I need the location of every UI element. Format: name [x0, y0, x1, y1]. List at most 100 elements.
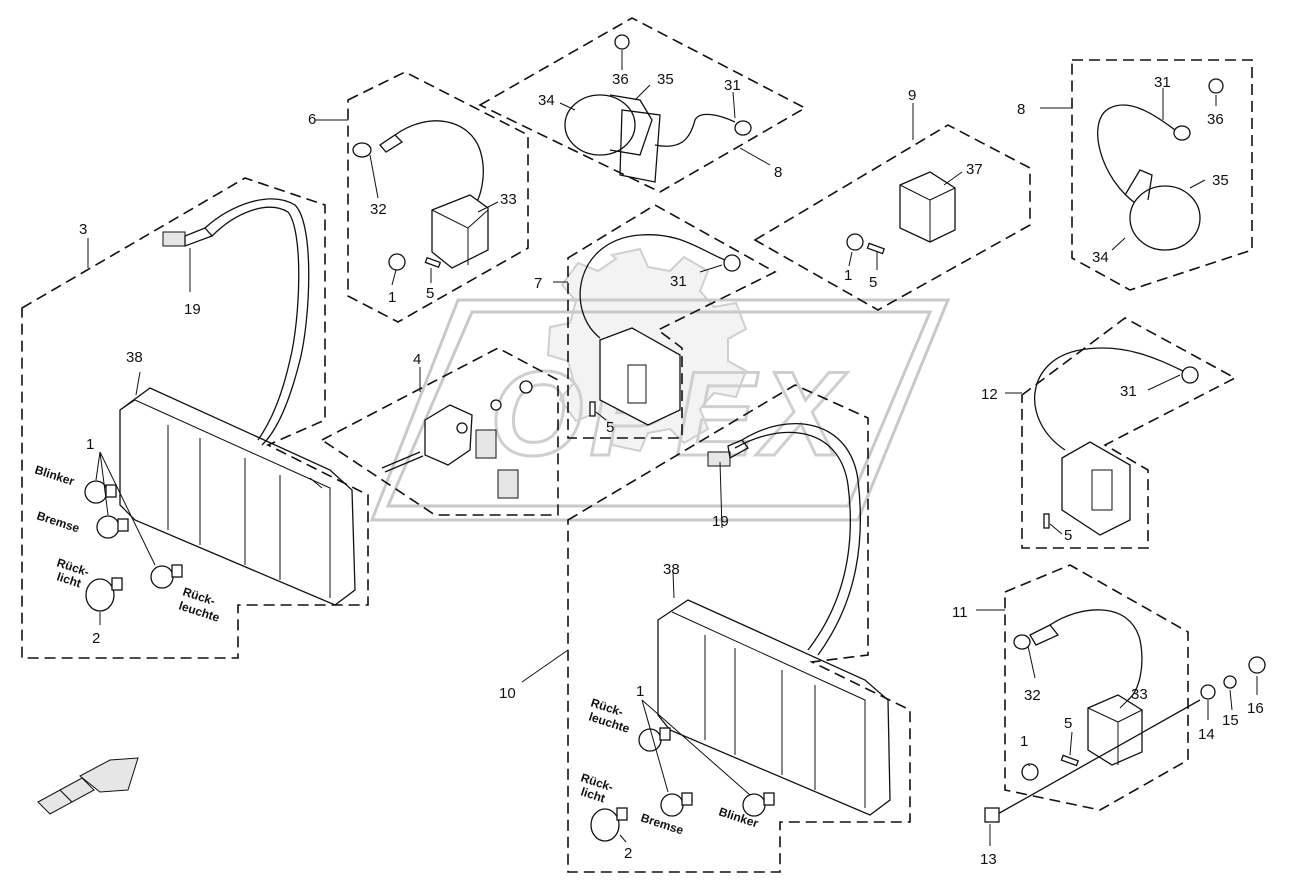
leader-lines	[87, 50, 1258, 846]
side-marker-group-6	[352, 120, 489, 271]
callout-2-left: 2	[92, 630, 100, 647]
callout-1-group-9: 1	[844, 267, 852, 284]
bulb-ruecklicht-right	[590, 808, 620, 842]
callout-33-b: 33	[1131, 686, 1148, 703]
callout-5-group-12: 5	[1064, 527, 1072, 544]
connector-19-left-sleeve	[184, 227, 214, 247]
callout-19-right: 19	[712, 513, 729, 530]
callout-36-b: 36	[1207, 111, 1224, 128]
screw-13	[984, 807, 1000, 823]
watermark-frame-outer	[369, 298, 951, 522]
callout-1-group-6: 1	[388, 289, 396, 306]
label-blinker-left: Blinker	[33, 463, 76, 489]
callout-5-group-6: 5	[426, 285, 434, 302]
clip-b	[497, 469, 519, 499]
callout-34-b: 34	[1092, 249, 1109, 266]
bulb-ruecklicht-left-base	[111, 577, 123, 591]
callout-numbers: 3 19 38 1 2 6 32 33 1 5 34 36 35 31 8 4 …	[79, 71, 1264, 868]
seal-5-group-9	[866, 242, 886, 255]
callout-32-a: 32	[370, 201, 387, 218]
nut-16	[1248, 656, 1266, 674]
bulbs-left	[84, 480, 183, 612]
callout-31-c: 31	[1154, 74, 1171, 91]
seal-5-group-12	[1043, 513, 1050, 529]
marker-lamp-33-b	[1087, 694, 1143, 766]
tail-light-left-housing	[119, 387, 356, 606]
tail-light-left-cable-2	[211, 206, 300, 441]
washer-15	[1223, 675, 1237, 689]
leaders-group-12	[1005, 374, 1181, 535]
outline-group-10	[567, 384, 911, 873]
bulb-36-b	[1208, 78, 1224, 94]
bracket-nut	[519, 380, 533, 394]
group-outlines	[21, 17, 1253, 873]
marker-lamp-group-7-lens	[627, 364, 647, 404]
outline-group-9	[753, 124, 1031, 311]
marker-lamp-group-12-lens	[1091, 469, 1113, 511]
callout-37: 37	[966, 161, 983, 178]
callout-6: 6	[308, 111, 316, 128]
leaders-group-6	[315, 119, 499, 286]
marker-lamp-group-7	[599, 327, 681, 426]
round-lamp-b-plug	[1173, 125, 1191, 141]
bulb-rueckleuchte-right	[638, 728, 662, 752]
group-6-plug-end	[352, 142, 372, 158]
callout-9: 9	[908, 87, 916, 104]
watermark-frame-inner	[385, 310, 933, 508]
bulb-rueckleuchte-left	[150, 565, 174, 589]
bulb-rueckleuchte-right-base	[659, 727, 671, 741]
callout-38-right: 38	[663, 561, 680, 578]
bulb-1-group-11	[1021, 763, 1039, 781]
outline-group-6	[347, 71, 529, 323]
bulb-bremse-left	[96, 515, 120, 539]
round-lamp-a-cable	[654, 113, 736, 147]
leaders-group-7	[553, 264, 723, 421]
bulb-bremse-right-base	[681, 792, 693, 806]
bulb-blinker-left-base	[105, 484, 117, 498]
marker-group-9	[846, 171, 956, 255]
connector-19-right	[707, 451, 731, 467]
marker-group-11	[984, 609, 1266, 823]
bulb-bremse-right	[660, 793, 684, 817]
marker-lamp-33-a	[431, 194, 489, 269]
bulb-1-group-6	[388, 253, 406, 271]
marker-lamp-33-a-edges	[431, 209, 489, 265]
group-11-bolt-axis	[995, 699, 1201, 816]
group-12-cable	[1034, 347, 1186, 451]
tail-light-right-housing	[657, 599, 891, 816]
leaders-group-8-right	[1040, 88, 1217, 251]
group-11-plug-end	[1013, 634, 1031, 650]
seal-5-group-7	[589, 401, 596, 417]
callout-12: 12	[981, 386, 998, 403]
group-11-plug	[1029, 624, 1060, 646]
bracket-washer	[490, 399, 502, 411]
round-lamp-a-plug	[734, 120, 752, 136]
round-lamp-group-8-top	[564, 34, 752, 183]
tail-light-left	[119, 198, 356, 606]
outline-group-3	[21, 177, 369, 659]
label-bremse-left: Bremse	[35, 509, 82, 536]
callout-38-left: 38	[126, 349, 143, 366]
bulb-blinker-right-base	[763, 792, 775, 806]
bulb-bremse-left-base	[117, 518, 129, 532]
callout-8-b: 8	[1017, 101, 1025, 118]
bracket-group-4	[381, 380, 533, 499]
round-lamp-b-cable	[1097, 104, 1176, 206]
outline-group-7	[567, 204, 777, 439]
round-lamp-35-a-shell	[609, 94, 653, 156]
washer-14	[1200, 684, 1216, 700]
round-lamp-bracket-a	[619, 109, 661, 183]
seal-5-group-6	[424, 256, 442, 269]
callout-13: 13	[980, 851, 997, 868]
tail-light-left-cable	[204, 198, 310, 446]
callout-5-group-11: 5	[1064, 715, 1072, 732]
leaders-group-9	[848, 103, 963, 270]
callout-35-b: 35	[1212, 172, 1229, 189]
connector-19-right-sleeve	[727, 439, 749, 460]
callout-1-left: 1	[86, 436, 94, 453]
callout-10: 10	[499, 685, 516, 702]
tail-light-left-edge	[134, 399, 331, 598]
seal-5-group-11	[1060, 754, 1080, 767]
